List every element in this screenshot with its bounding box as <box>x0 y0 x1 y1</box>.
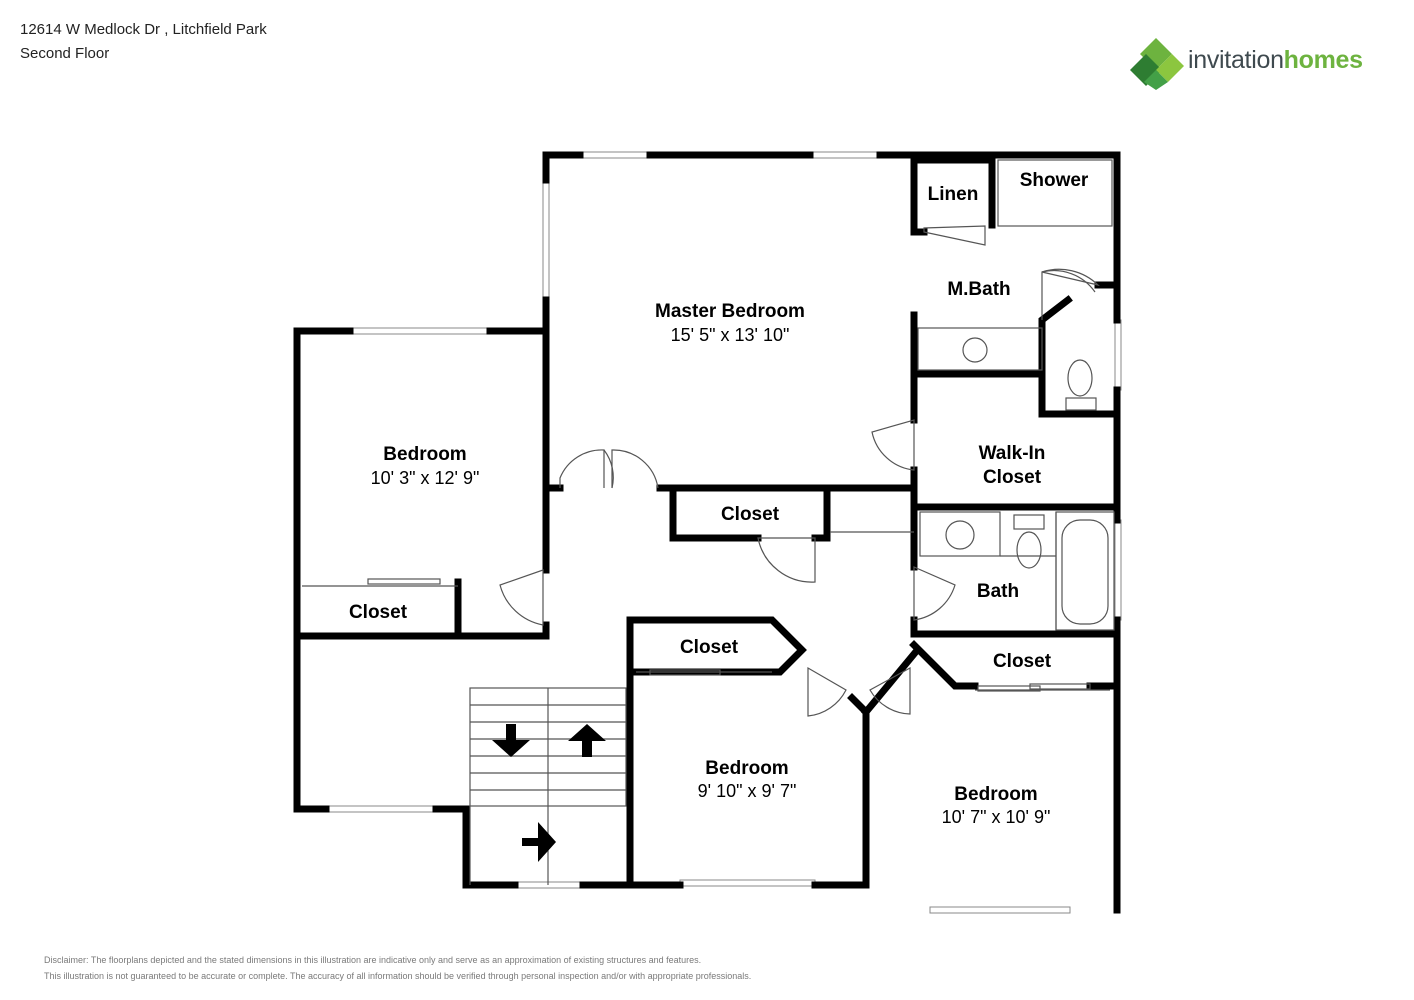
shower-label: Shower <box>1020 170 1089 191</box>
bedroom-mid-dims: 9' 10" x 9' 7" <box>698 781 797 801</box>
brand-logo: invitationhomes <box>1128 36 1388 92</box>
closet-mid-label: Closet <box>680 637 739 658</box>
stair-turn-arrow-icon <box>522 822 556 862</box>
closet-hall-label: Closet <box>721 504 780 525</box>
linen-label: Linen <box>928 184 979 205</box>
bedroom-left-label: Bedroom <box>383 444 466 465</box>
bedroom-left-dims: 10' 3" x 12' 9" <box>371 468 480 488</box>
staircase <box>469 687 627 885</box>
brand-wordmark: invitationhomes <box>1188 46 1363 75</box>
bedroom-right-dims: 10' 7" x 10' 9" <box>942 807 1051 827</box>
closet-left-label: Closet <box>349 602 408 623</box>
stair-up-arrow-icon <box>568 724 606 757</box>
windows <box>325 151 1122 914</box>
stair-down-arrow-icon <box>492 724 530 757</box>
floor-label: Second Floor <box>20 45 110 62</box>
walls <box>293 151 1121 914</box>
brand-word-1: invitation <box>1188 46 1284 74</box>
closet-right-label: Closet <box>993 651 1052 672</box>
master-bedroom-dims: 15' 5" x 13' 10" <box>671 325 790 345</box>
fixtures <box>302 159 1115 692</box>
brand-word-2: homes <box>1283 46 1363 74</box>
room-labels: Master Bedroom 15' 5" x 13' 10" Bedroom … <box>349 170 1089 827</box>
logo-mark-icon <box>1130 38 1184 90</box>
doors <box>499 225 1100 717</box>
walkin-label-2: Closet <box>983 467 1042 488</box>
mbath-label: M.Bath <box>947 279 1010 300</box>
disclaimer-line-1: Disclaimer: The floorplans depicted and … <box>44 955 702 965</box>
bedroom-mid-label: Bedroom <box>705 758 788 779</box>
master-bedroom-label: Master Bedroom <box>655 301 805 322</box>
property-address: 12614 W Medlock Dr , Litchfield Park <box>20 21 267 38</box>
bedroom-right-label: Bedroom <box>954 784 1037 805</box>
bath-label: Bath <box>977 581 1019 602</box>
walkin-label-1: Walk-In <box>979 443 1046 464</box>
disclaimer-line-2: This illustration is not guaranteed to b… <box>44 971 752 981</box>
